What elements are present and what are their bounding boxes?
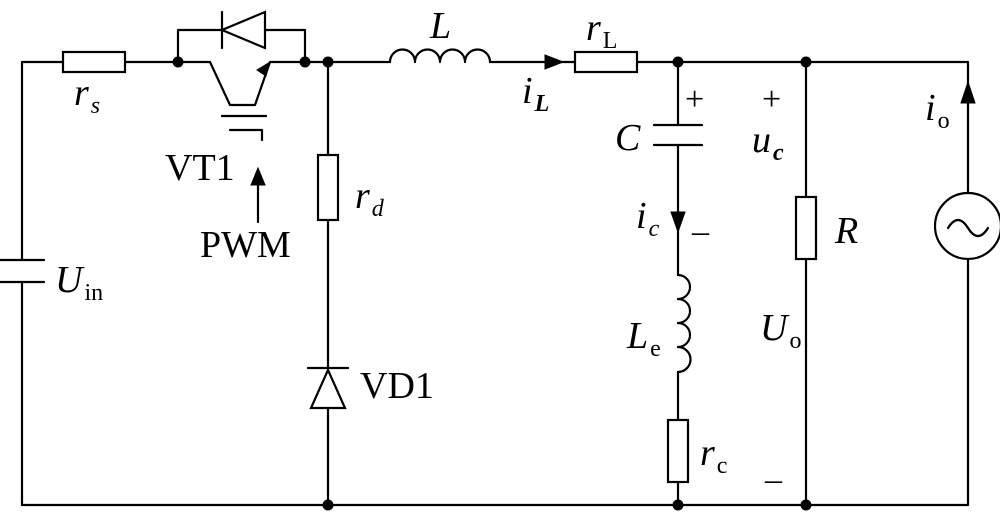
- label-pwm: PWM: [200, 224, 291, 266]
- io-arrow: [960, 80, 976, 104]
- bypass-diode: [219, 10, 267, 50]
- resistor-rs: [61, 50, 127, 74]
- resistor-rl: [573, 50, 639, 74]
- label-le: Le: [626, 315, 661, 362]
- pwm-arrow: [250, 166, 266, 224]
- uc-plus-sign: +: [762, 81, 781, 118]
- ic-arrow: [670, 211, 686, 234]
- resistor-r: [794, 195, 818, 261]
- resistor-rd: [316, 153, 340, 222]
- label-rs: rs: [74, 72, 100, 119]
- label-vd1: VD1: [360, 365, 434, 407]
- label-rc: rc: [700, 432, 727, 479]
- label-uin: Uin: [55, 259, 103, 306]
- label-io: io: [925, 87, 950, 134]
- inductor-l: [388, 48, 492, 64]
- igbt-vt1: [208, 60, 272, 142]
- cap-plus-sign: +: [685, 81, 704, 118]
- label-uc: uc: [752, 119, 784, 166]
- label-rl: rL: [586, 7, 617, 54]
- resistor-rc: [666, 418, 690, 484]
- diode-vd1: [306, 366, 350, 410]
- wires: [20, 28, 970, 507]
- label-c: C: [615, 117, 641, 159]
- label-rd: rd: [355, 175, 385, 222]
- input-capacitor: [0, 258, 46, 284]
- uo-minus-sign: –: [764, 461, 783, 498]
- ac-source: [933, 191, 1000, 261]
- junction-dots: [172, 56, 812, 511]
- label-r: R: [834, 210, 858, 252]
- label-il: iL: [522, 70, 549, 117]
- il-arrow: [544, 54, 565, 70]
- label-uo: Uo: [760, 307, 801, 354]
- capacitor-c: [652, 123, 704, 147]
- inductor-le: [676, 273, 692, 374]
- label-vt1: VT1: [165, 147, 235, 189]
- label-l: L: [429, 5, 451, 47]
- label-ic: ic: [636, 195, 660, 242]
- cap-minus-sign: –: [691, 213, 710, 250]
